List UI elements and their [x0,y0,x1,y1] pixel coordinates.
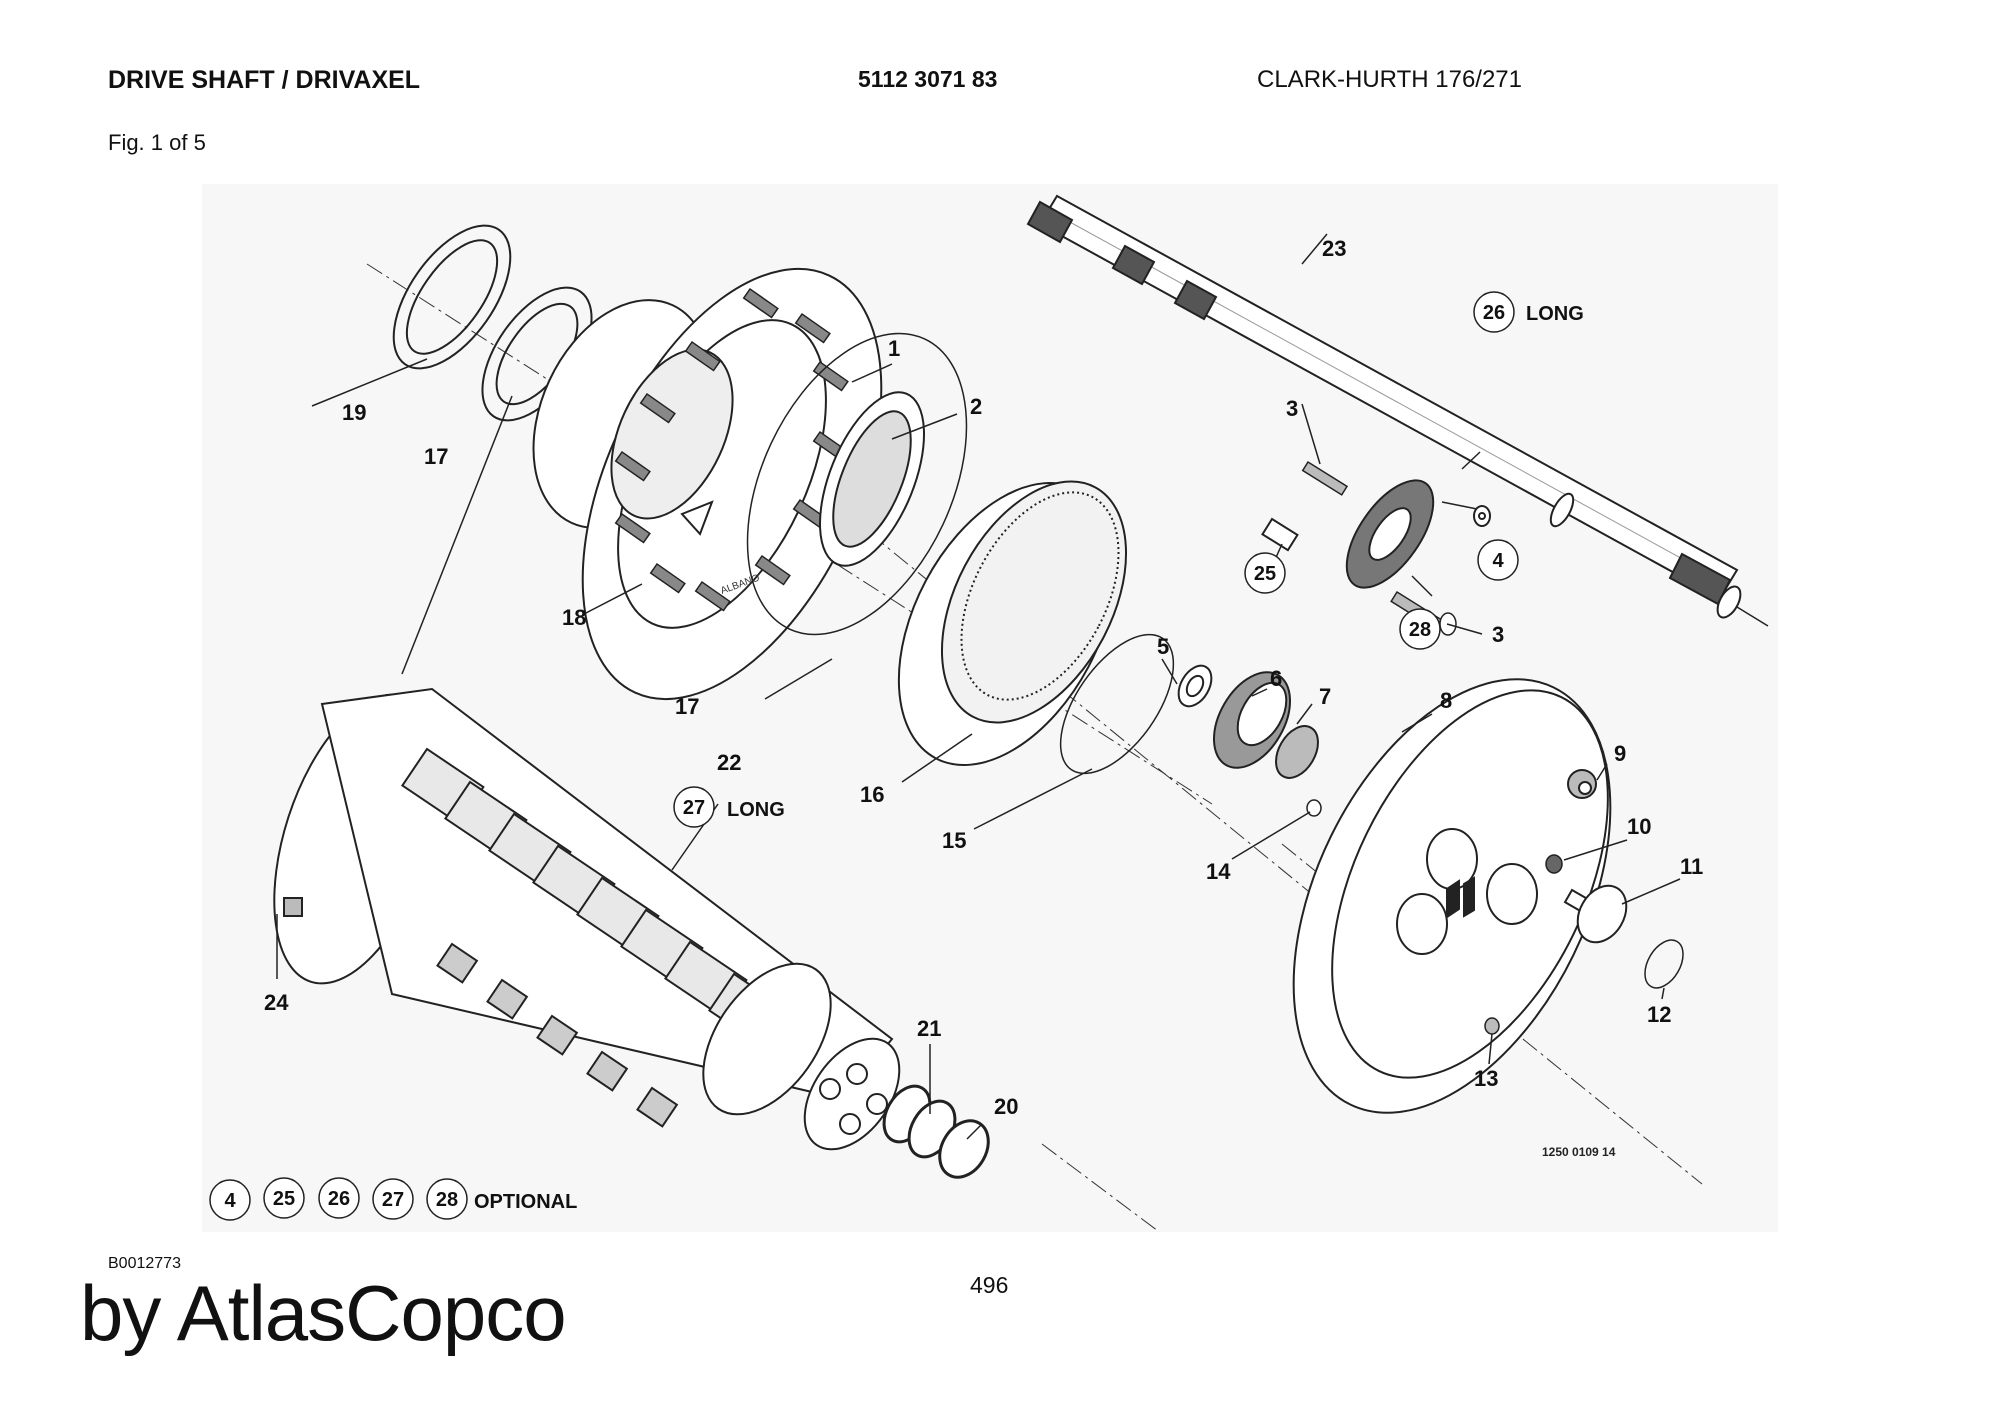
ring-gear [897,480,1128,766]
callout-7: 7 [1319,684,1331,709]
long-labels: LONG LONG [727,303,1584,821]
axle-housing [273,687,901,1151]
callout-6: 6 [1270,666,1282,691]
callout-1: 1 [888,336,900,361]
optional-legend: 4 25 26 27 28 OPTIONAL [209,1177,577,1221]
callout-21: 21 [917,1016,941,1041]
document-title: DRIVE SHAFT / DRIVAXEL [108,66,421,94]
callout-23: 23 [1322,236,1346,261]
long-label-shaft: LONG [1526,303,1584,325]
circled-callout-26: 26 [1483,302,1505,324]
seal-ring-19 [392,224,512,370]
callout-3-bottom: 3 [1492,622,1504,647]
callout-22: 22 [717,750,741,775]
model-name: CLARK-HURTH 176/271 [1257,66,1522,93]
callout-13: 13 [1474,1066,1498,1091]
plug-10 [1545,854,1563,874]
pin-3-top [1301,460,1349,496]
drawing-reference: 1250 0109 14 [1542,1145,1616,1159]
callout-5: 5 [1157,634,1169,659]
seal-20 [938,1119,990,1179]
callout-12: 12 [1647,1002,1671,1027]
part-number: 5112 3071 83 [858,66,998,92]
snap-ring [1059,633,1175,775]
legend-item-28: 28 [436,1189,458,1211]
callout-11: 11 [1680,854,1703,879]
leader-lines [276,233,1681,1140]
planet-gear [1213,671,1291,769]
planet-cover [1292,678,1612,1114]
plug-11 [1563,884,1628,944]
callout-10: 10 [1627,814,1651,839]
callout-19: 19 [342,400,366,425]
circled-callouts: 26 4 25 28 27 [673,291,1519,828]
circled-callout-4: 4 [1492,550,1504,572]
legend-label: OPTIONAL [474,1191,577,1213]
callout-14: 14 [1206,859,1231,884]
o-ring-2 [746,332,968,636]
legend-item-25: 25 [273,1188,295,1210]
callout-9: 9 [1614,741,1626,766]
page-number: 496 [970,1272,1009,1298]
bearing-17-right [818,391,926,567]
drive-shaft [1026,194,1769,627]
o-ring-12 [1644,939,1684,989]
callout-17-right: 17 [675,694,699,719]
washer-5 [1177,664,1213,708]
exploded-parts-diagram: ALBANO [202,184,1778,1232]
legend-item-27: 27 [382,1189,404,1211]
circled-callout-28: 28 [1409,619,1431,641]
nut-4 [1473,505,1491,527]
document-id: B0012773 [108,1255,181,1272]
dowel-pin [1261,517,1299,552]
circled-callout-25: 25 [1254,563,1276,585]
needle-bearing [1275,725,1319,779]
figure-label: Fig. 1 of 5 [108,130,206,155]
brand-watermark: by AtlasCopco [80,1269,567,1357]
callout-8: 8 [1440,688,1452,713]
callout-20: 20 [994,1094,1018,1119]
legend-item-26: 26 [328,1188,350,1210]
callout-24: 24 [264,990,289,1015]
callout-2: 2 [970,394,982,419]
screw-13 [1484,1017,1500,1035]
planet-carrier [1345,479,1435,589]
wheel-hub: ALBANO [532,267,883,701]
callout-18: 18 [562,605,586,630]
callout-17-left: 17 [424,444,448,469]
callout-15: 15 [942,828,966,853]
callout-labels: 1 2 3 3 5 6 7 8 9 10 11 12 13 14 15 16 1… [264,236,1703,1119]
breather-24 [283,897,303,917]
circled-callout-27: 27 [683,797,705,819]
legend-item-4: 4 [224,1190,236,1212]
callout-3-top: 3 [1286,396,1298,421]
long-label-housing: LONG [727,799,785,821]
plug-9 [1567,769,1597,799]
washer-14 [1306,799,1322,817]
callout-16: 16 [860,782,884,807]
